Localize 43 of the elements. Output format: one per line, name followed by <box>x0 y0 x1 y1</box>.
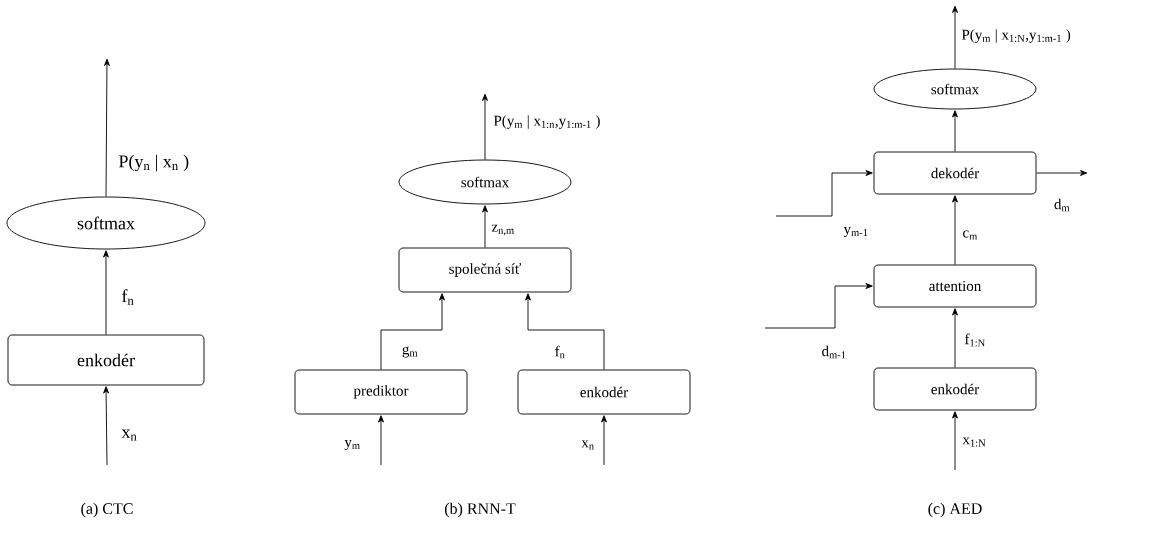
arrow <box>764 283 873 329</box>
edge-label: z$_{n,m}$ <box>491 224 514 236</box>
arrow <box>482 93 488 160</box>
arrow <box>525 293 605 370</box>
process-box: společná síť <box>398 247 572 293</box>
edge-label: g$_{m}$ <box>402 346 418 358</box>
edge-label: x$_{1:N}$ <box>962 437 986 447</box>
process-box: dekodér <box>873 151 1037 195</box>
edge-label: y$_{m-1}$ <box>843 226 868 238</box>
edge-label: y$_{m}$ <box>344 439 360 451</box>
process-box: prediktor <box>294 369 468 415</box>
arrow <box>601 415 607 466</box>
caption: (c) AED <box>928 502 982 518</box>
edge-label: P(y$_{m}$ | x$_{1:N}$,y$_{1:m-1}$ ) <box>961 29 1071 43</box>
arrow <box>378 415 384 466</box>
process-box: enkodér <box>7 334 205 386</box>
edge-label: d$_{m-1}$ <box>822 345 846 359</box>
arrow <box>952 110 958 152</box>
caption: (b) RNN-T <box>444 502 516 518</box>
edge-label: P(y$_{m}$ | x$_{1:n}$,y$_{1:m-1}$ ) <box>493 115 600 129</box>
arrow <box>952 308 958 368</box>
edge-label: c$_{m}$ <box>963 230 978 240</box>
arrow <box>1036 170 1088 176</box>
edge-label: x$_{n}$ <box>581 440 594 450</box>
edge-label: x$_{n}$ <box>121 429 137 441</box>
edge-label: f$_{n}$ <box>555 345 565 359</box>
process-box: enkodér <box>517 369 691 415</box>
arrow <box>952 411 958 471</box>
edge-label: f$_{n}$ <box>122 289 134 305</box>
arrow <box>952 5 958 69</box>
arrow <box>103 250 109 335</box>
arrow <box>103 386 110 466</box>
process-box: attention <box>873 264 1037 308</box>
edge-label: P(y$_{n}$ | x$_{n}$ ) <box>118 154 189 172</box>
arrow <box>775 170 873 217</box>
arrow <box>952 195 958 265</box>
edge-label: f$_{1:N}$ <box>964 333 985 347</box>
caption: (a) CTC <box>81 502 133 518</box>
process-box: enkodér <box>873 367 1037 411</box>
arrow <box>380 293 445 370</box>
edge-label: d$_{m}$ <box>1054 198 1070 212</box>
arrow <box>104 58 110 197</box>
arrow <box>482 205 488 248</box>
